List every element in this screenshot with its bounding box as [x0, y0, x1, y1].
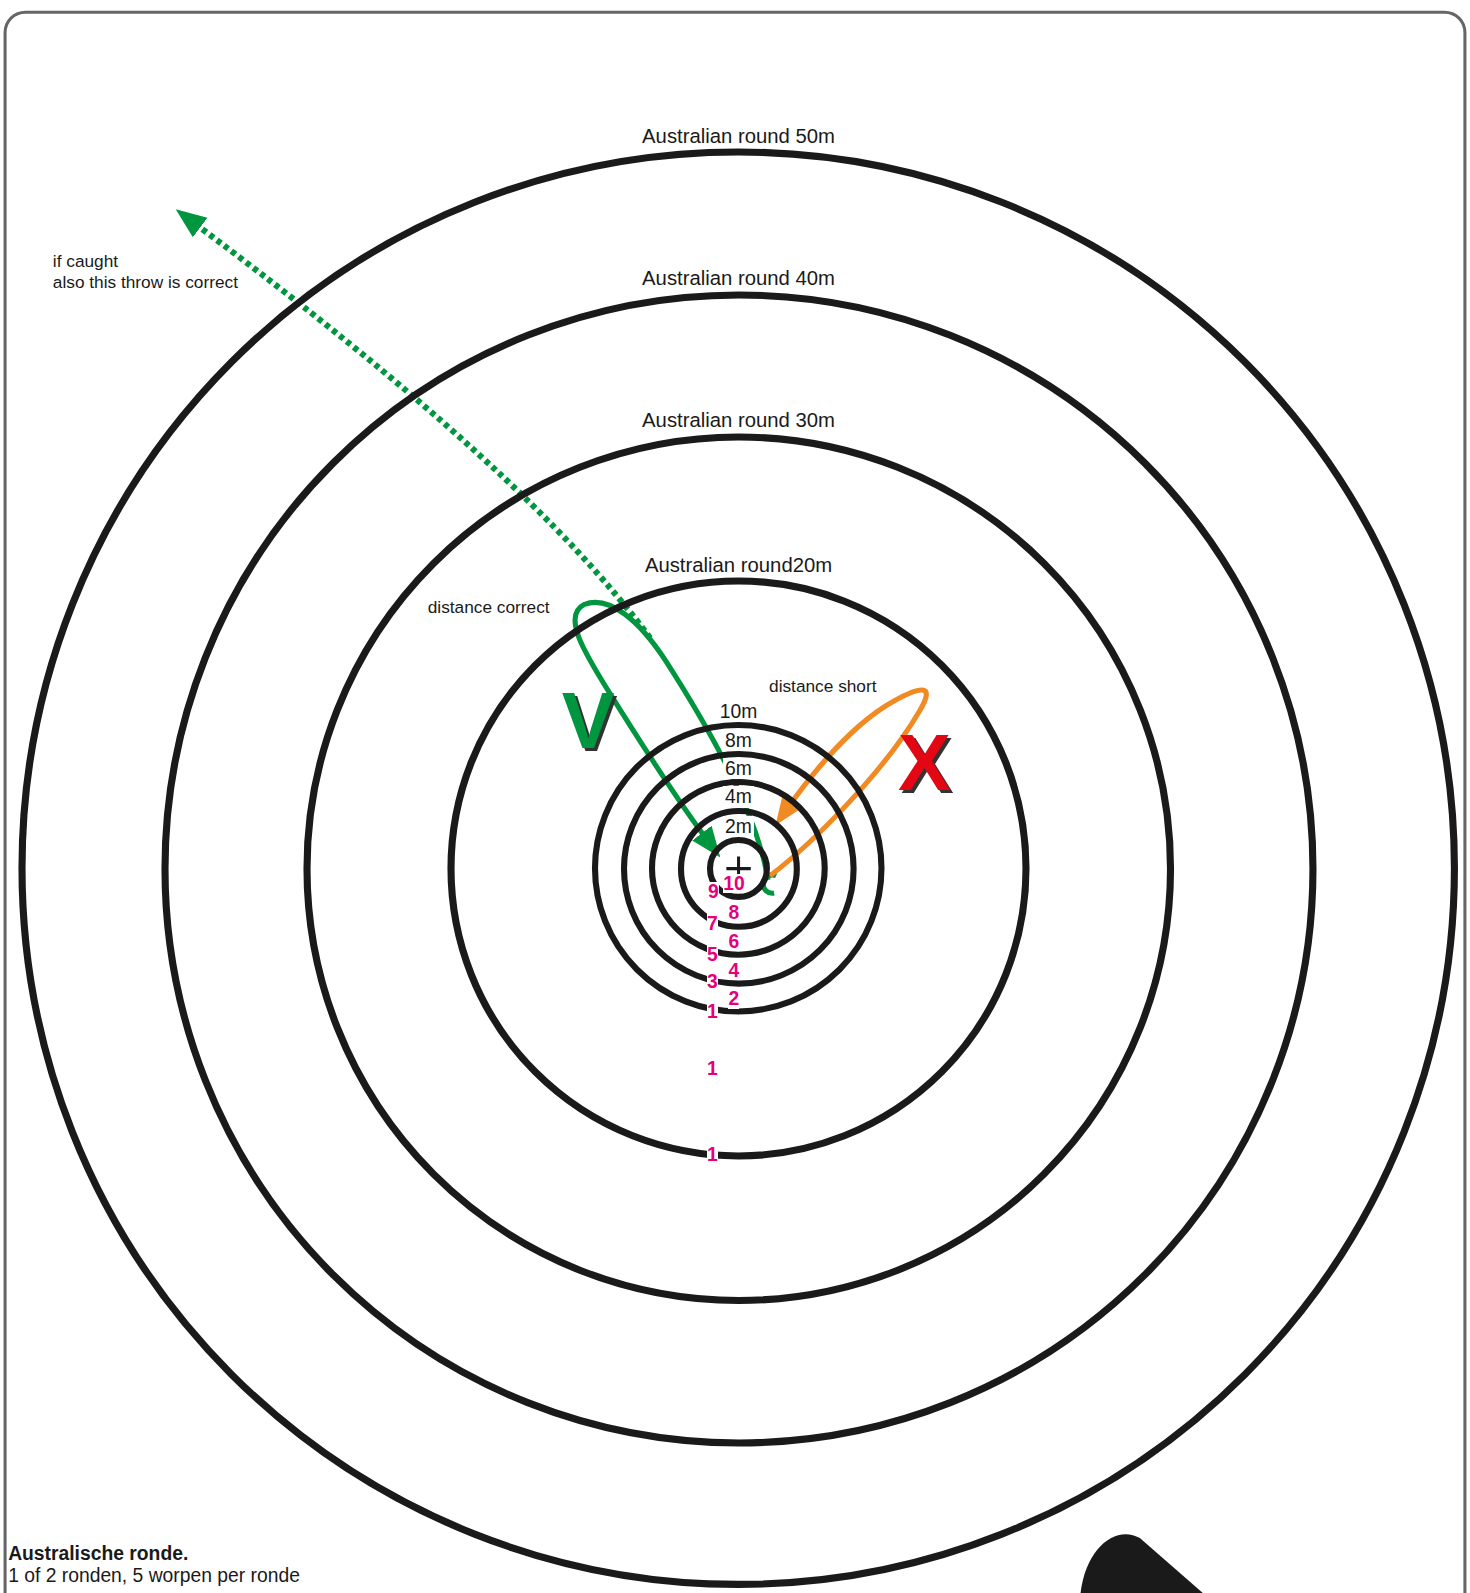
note-text: if caught	[53, 252, 118, 271]
ring-label: 6m	[723, 758, 754, 779]
caption-text: 1 of 2 ronden, 5 worpen per ronde	[8, 1565, 300, 1586]
ring-label: Australian round 40m	[640, 267, 837, 289]
ring-label: Australian round 50m	[640, 125, 837, 147]
ring-circle	[595, 725, 881, 1011]
score-number: 5	[707, 945, 718, 964]
ring-outline	[22, 152, 1454, 1584]
ring-circle	[165, 295, 1313, 1443]
score-number: 4	[728, 961, 739, 980]
distance-note: distance short	[769, 677, 877, 696]
ring-outline	[451, 581, 1026, 1156]
distance-ring: 6m4m2m	[652, 782, 825, 955]
score-number: 3	[707, 972, 718, 991]
ring-label: 2m	[723, 816, 754, 837]
score-number: 2	[728, 989, 739, 1008]
distance-ring: Australian round20m10m8m6m4m2m	[451, 581, 1026, 1156]
ring-label: Australian round20m	[643, 554, 834, 576]
score-number: 1	[707, 1145, 718, 1164]
ring-circle	[22, 152, 1454, 1584]
ring-circle	[307, 437, 1171, 1301]
score-number: 8	[728, 903, 739, 922]
note-text: also this throw is correct	[53, 273, 238, 292]
distance-ring: Australian round 40mAustralian round 30m…	[165, 295, 1313, 1443]
distance-note: distance correct	[428, 598, 550, 617]
page-frame	[5, 12, 1465, 1593]
caption-text: Australische ronde.	[8, 1543, 188, 1564]
ring-circle	[652, 782, 825, 955]
score-number: 1	[707, 1002, 718, 1021]
ring-circle	[624, 754, 854, 984]
ring-circle	[681, 811, 797, 927]
ring-label: 10m	[718, 701, 760, 722]
ring-label: 8m	[723, 730, 754, 751]
score-number: 6	[728, 932, 739, 951]
boomerang-shape	[1080, 1534, 1211, 1593]
score-number: 1	[707, 1059, 718, 1078]
ring-circle	[451, 581, 1026, 1156]
wrong-mark: X	[898, 719, 951, 806]
correct-mark: V	[562, 677, 615, 764]
ring-outline	[165, 295, 1313, 1443]
distance-ring: Australian round 50mAustralian round 40m…	[22, 152, 1454, 1584]
score-number: 9	[708, 882, 719, 901]
score-number: 10	[723, 874, 744, 893]
distance-ring: Australian round 30mAustralian round20m1…	[307, 437, 1171, 1301]
ring-label: 4m	[723, 786, 754, 807]
score-number: 7	[707, 914, 718, 933]
ring-label: Australian round 30m	[640, 409, 837, 431]
